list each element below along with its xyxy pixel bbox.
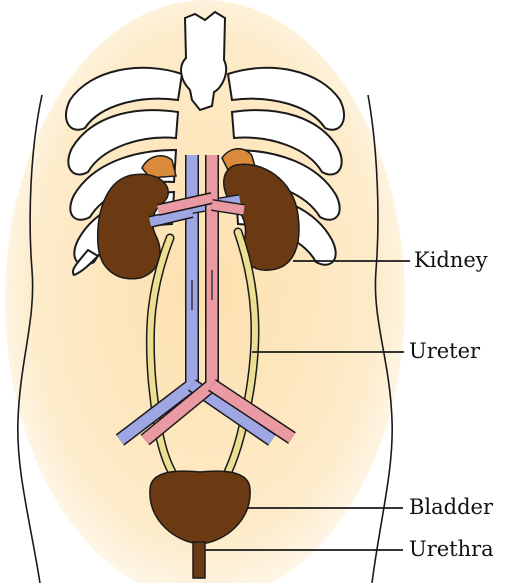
urethra — [193, 542, 205, 578]
kidney-label: Kidney — [414, 250, 488, 271]
urethra-label: Urethra — [409, 539, 494, 560]
ureter-label: Ureter — [409, 341, 480, 362]
bladder-label: Bladder — [409, 497, 493, 518]
